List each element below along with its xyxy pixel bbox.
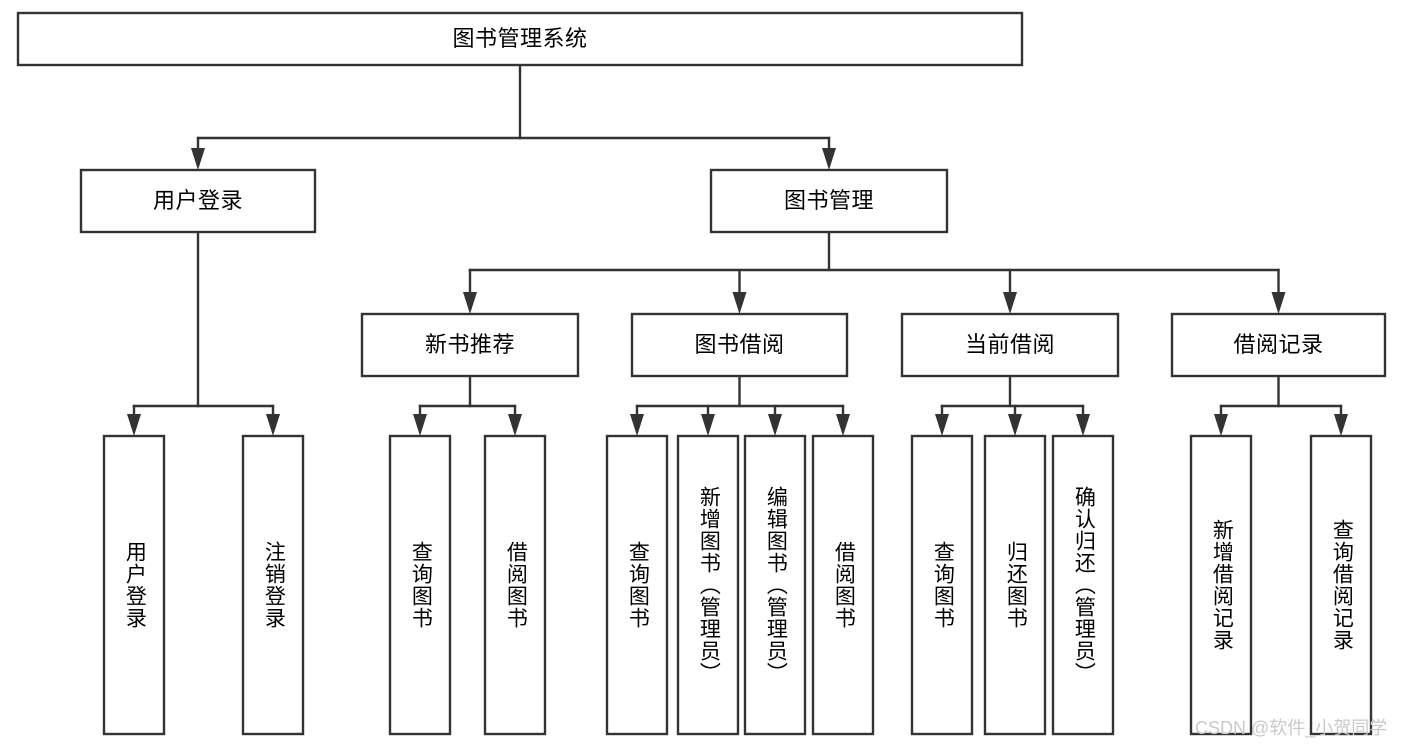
node-box-borrow-record[interactable] xyxy=(1170,312,1387,378)
node-label-book-management: 图书管理 xyxy=(783,187,874,213)
node-label-leaf-query-borrow-record: 查询借阅记录 xyxy=(1330,519,1354,651)
arrow-head-icon xyxy=(701,414,715,436)
node-label-leaf-borrow-book: 借阅图书 xyxy=(832,541,856,629)
node-box-leaf-query-book-recommend[interactable] xyxy=(388,434,452,736)
node-box-leaf-query-book-current[interactable] xyxy=(910,434,974,736)
node-label-borrow-record: 借阅记录 xyxy=(1233,331,1324,357)
arrow-head-icon xyxy=(127,414,141,436)
node-box-root[interactable] xyxy=(16,11,1024,67)
node-label-leaf-query-book-recommend: 查询图书 xyxy=(409,541,433,629)
arrow-head-icon xyxy=(1214,414,1228,436)
arrow-head-icon xyxy=(508,414,522,436)
node-box-current-borrow[interactable] xyxy=(900,312,1120,378)
csdn-watermark: CSDN @软件_小贺同学 xyxy=(1195,718,1388,738)
arrow-head-icon xyxy=(630,414,644,436)
node-box-book-borrow[interactable] xyxy=(630,312,849,378)
arrow-head-icon xyxy=(1271,292,1286,314)
arrow-head-icon xyxy=(1003,292,1017,314)
arrow-head-icon xyxy=(1334,414,1348,436)
arrow-head-icon xyxy=(413,414,427,436)
node-box-leaf-query-borrow-record[interactable] xyxy=(1309,434,1373,736)
node-label-leaf-borrow-book-recommend: 借阅图书 xyxy=(504,541,528,629)
node-label-leaf-edit-book-admin: 编辑图书（管理员） xyxy=(764,486,788,684)
node-label-leaf-query-book-borrow: 查询图书 xyxy=(626,541,650,629)
arrow-head-icon xyxy=(836,414,850,436)
node-box-layer xyxy=(16,11,1387,736)
node-label-leaf-user-login: 用户登录 xyxy=(123,541,147,629)
node-label-current-borrow: 当前借阅 xyxy=(964,331,1055,357)
node-box-leaf-add-book-admin[interactable] xyxy=(676,434,740,736)
arrow-head-icon xyxy=(732,292,747,314)
arrow-head-icon xyxy=(463,292,477,314)
node-box-book-management[interactable] xyxy=(709,168,949,234)
node-label-leaf-logout: 注销登录 xyxy=(262,541,286,629)
node-label-user-login: 用户登录 xyxy=(152,187,243,213)
node-box-leaf-borrow-book-recommend[interactable] xyxy=(483,434,547,736)
node-box-leaf-query-book-borrow[interactable] xyxy=(605,434,669,736)
arrow-head-icon xyxy=(1076,414,1090,436)
node-label-new-book-recommend: 新书推荐 xyxy=(424,331,515,357)
node-label-book-borrow: 图书借阅 xyxy=(694,331,785,357)
connector-layer xyxy=(127,63,1348,436)
node-label-leaf-return-book: 归还图书 xyxy=(1004,541,1028,629)
node-box-leaf-user-login[interactable] xyxy=(102,434,166,736)
arrow-head-icon xyxy=(191,148,205,170)
node-box-new-book-recommend[interactable] xyxy=(360,312,580,378)
node-box-leaf-return-book[interactable] xyxy=(983,434,1047,736)
node-label-leaf-confirm-return-admin: 确认归还（管理员） xyxy=(1072,486,1096,684)
arrow-head-icon xyxy=(768,414,782,436)
node-label-root: 图书管理系统 xyxy=(452,25,588,51)
node-box-leaf-add-borrow-record[interactable] xyxy=(1189,434,1253,736)
node-box-user-login[interactable] xyxy=(79,168,317,234)
node-box-leaf-edit-book-admin[interactable] xyxy=(743,434,807,736)
node-box-leaf-confirm-return-admin[interactable] xyxy=(1051,434,1115,736)
arrow-head-icon xyxy=(266,414,280,436)
node-box-leaf-logout[interactable] xyxy=(241,434,305,736)
arrow-head-icon xyxy=(822,148,836,170)
node-label-leaf-add-book-admin: 新增图书（管理员） xyxy=(697,486,721,684)
node-label-leaf-add-borrow-record: 新增借阅记录 xyxy=(1210,519,1234,651)
arrow-head-icon xyxy=(1008,414,1022,436)
arrow-head-icon xyxy=(935,414,949,436)
node-box-leaf-borrow-book[interactable] xyxy=(811,434,875,736)
node-label-leaf-query-book-current: 查询图书 xyxy=(931,541,955,629)
